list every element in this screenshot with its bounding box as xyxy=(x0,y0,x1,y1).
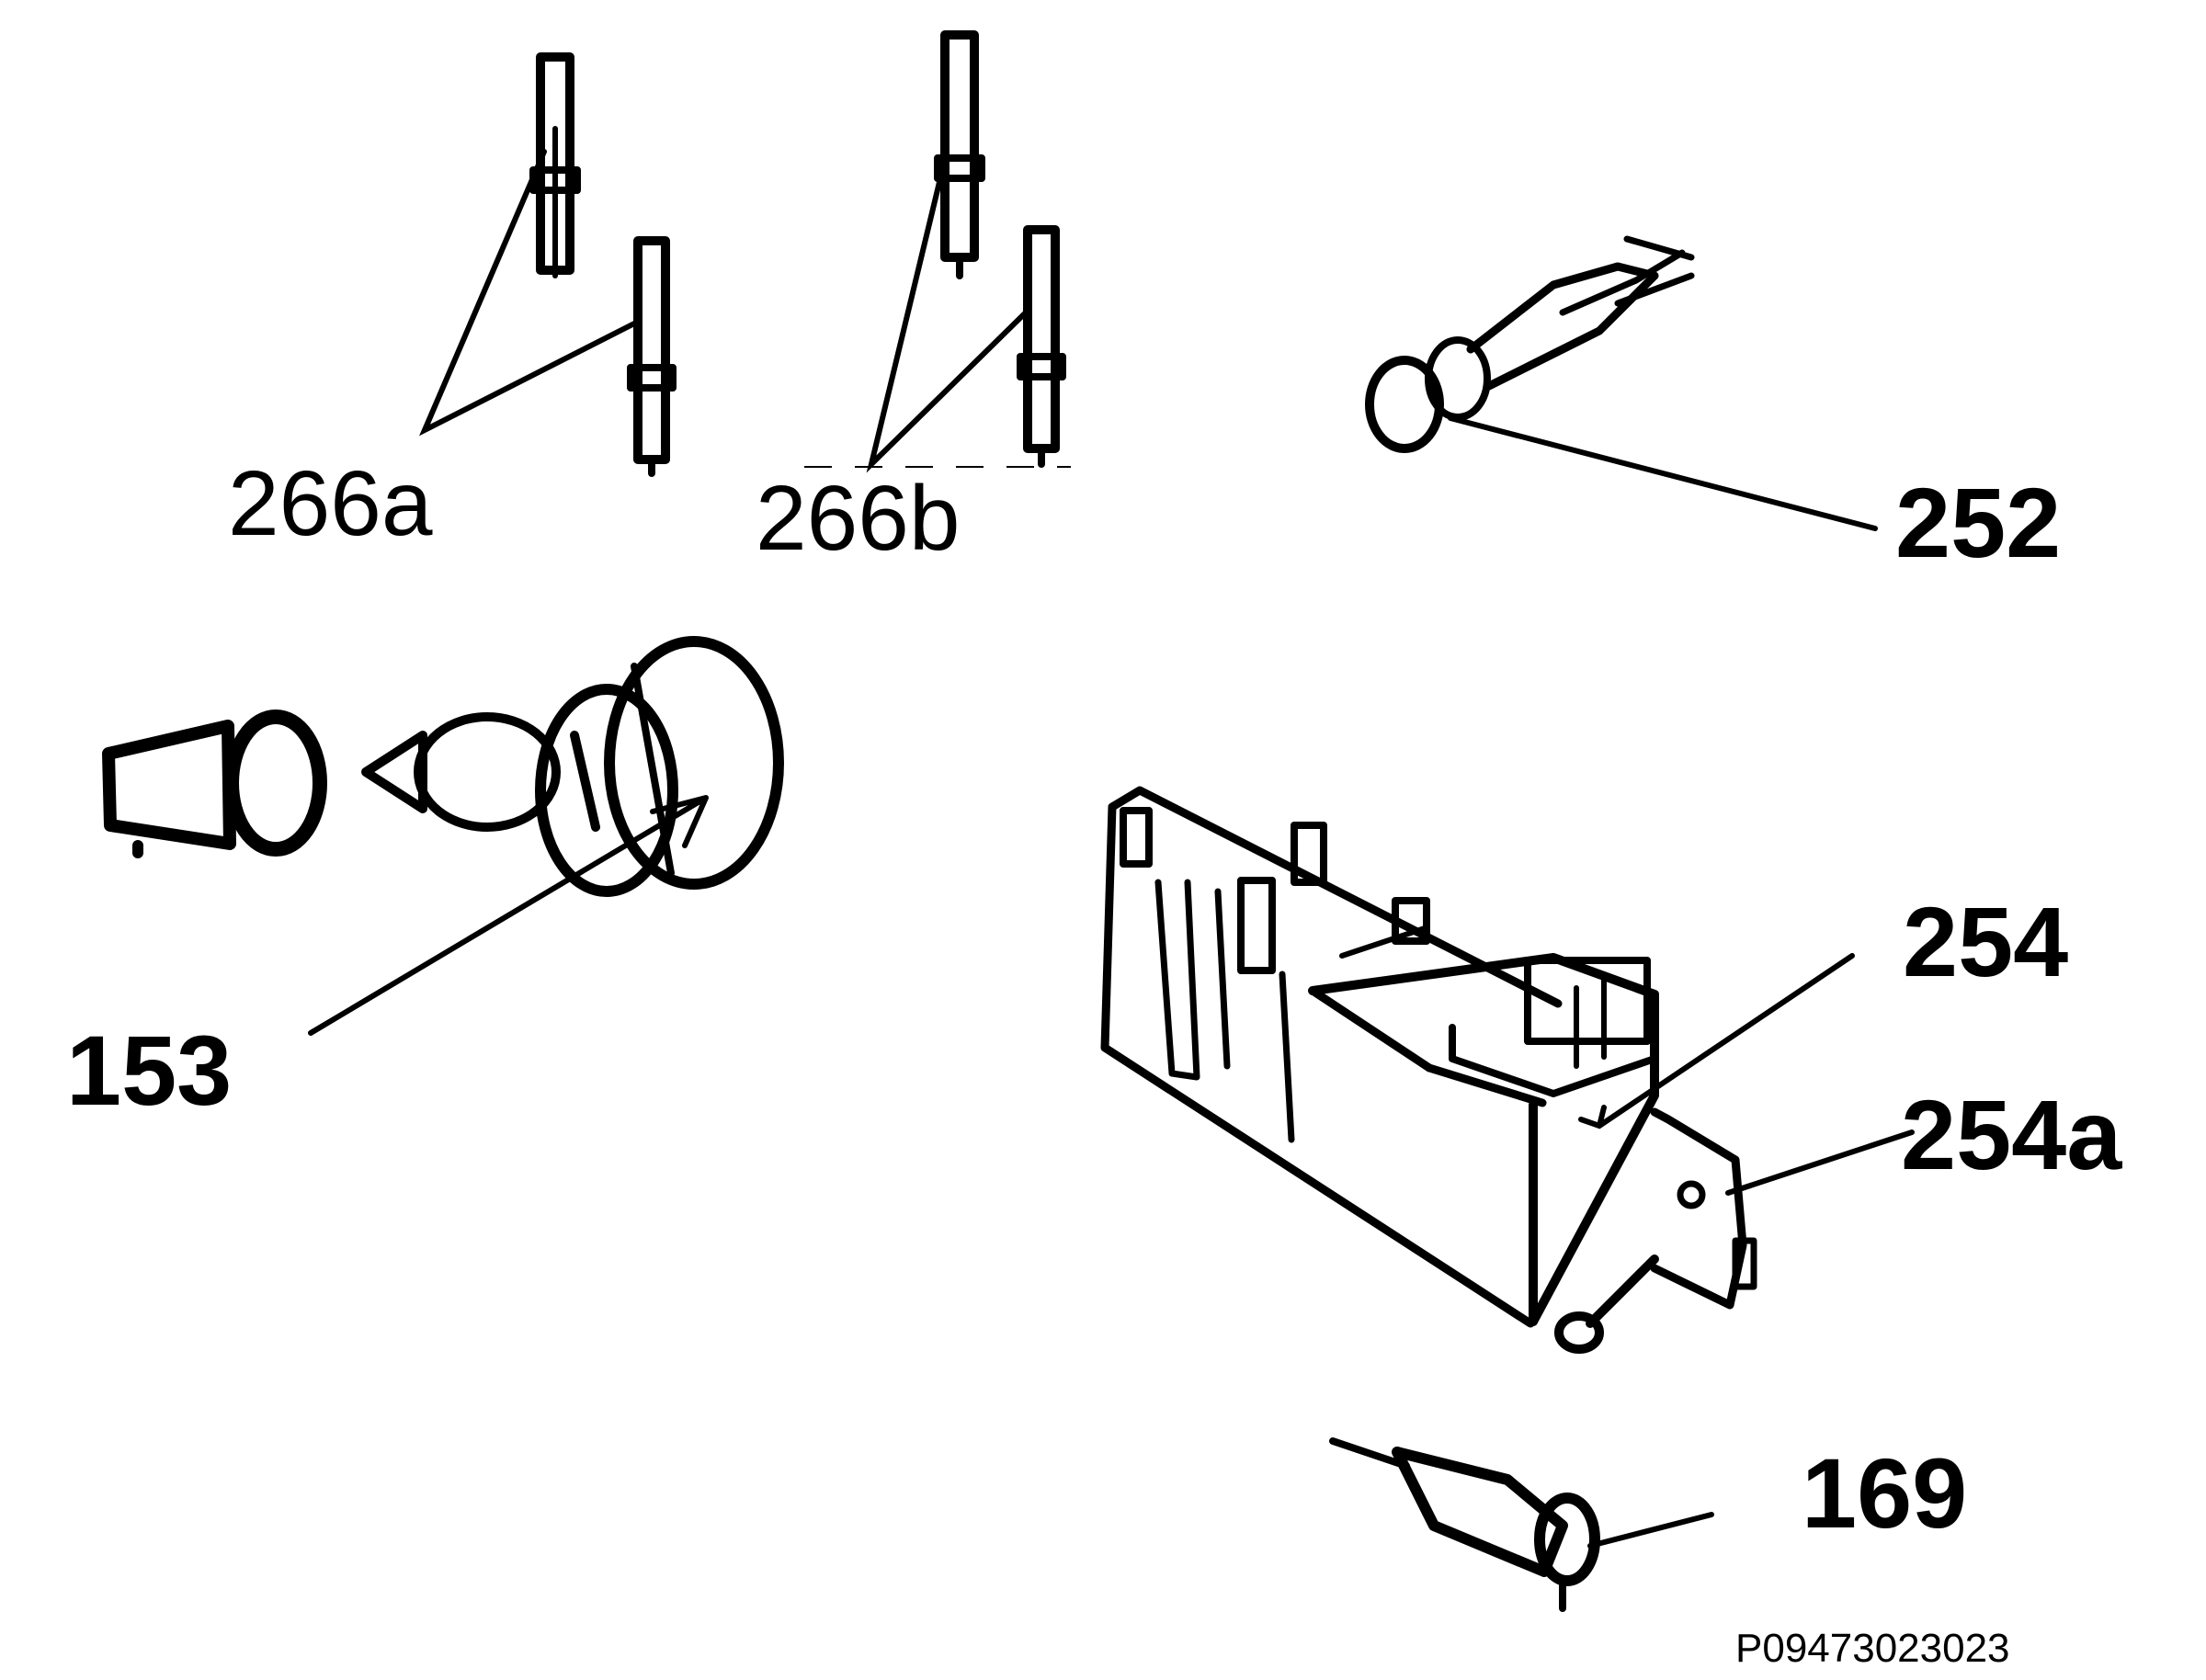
part-153-lamp-assembly xyxy=(102,636,784,897)
part-266a-electrodes xyxy=(529,52,677,477)
part-254-leader xyxy=(1578,953,1855,1129)
part-266a-label: 266a xyxy=(228,452,433,555)
part-169-label: 169 xyxy=(1802,1437,1967,1549)
part-169-screw xyxy=(1329,1437,1600,1612)
part-252-leader xyxy=(1448,415,1878,531)
part-169-leader xyxy=(1587,1512,1714,1549)
part-266b-electrodes xyxy=(934,30,1066,468)
part-266b-leader xyxy=(866,149,1030,473)
part-254-ignition-unit xyxy=(1100,786,1757,1354)
part-252-label: 252 xyxy=(1895,467,2061,578)
part-254a-label: 254a xyxy=(1901,1079,2122,1190)
part-153-leader xyxy=(308,795,709,1036)
part-153-label: 153 xyxy=(66,1015,232,1126)
part-254-label: 254 xyxy=(1903,886,2068,997)
part-254a-leader xyxy=(1725,1129,1915,1196)
part-266b-label: 266b xyxy=(756,467,960,570)
part-266a-leader xyxy=(418,149,641,437)
part-252-connector xyxy=(1365,235,1695,453)
drawing-code: P09473023023 xyxy=(1735,1626,2010,1671)
